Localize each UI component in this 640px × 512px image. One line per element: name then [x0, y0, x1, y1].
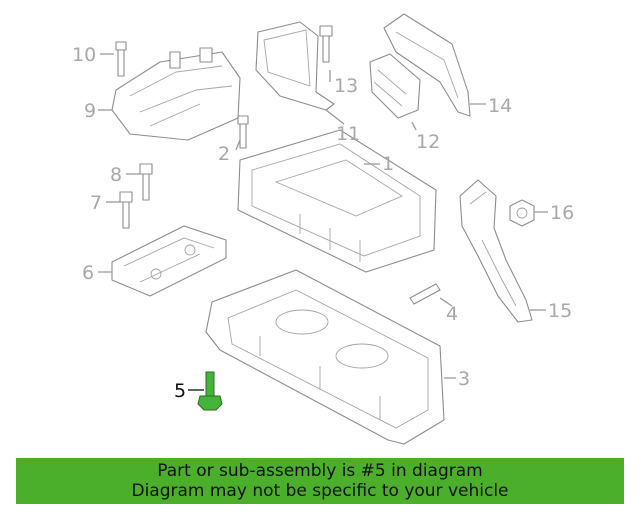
part-14-bracket — [383, 13, 471, 117]
callout-8: 8 — [110, 164, 122, 186]
callout-10: 10 — [72, 44, 96, 66]
part-6-bracket — [111, 225, 227, 297]
part-9-module-assembly — [111, 47, 241, 141]
part-12-block — [369, 53, 421, 119]
part-2-bolt — [237, 115, 249, 149]
part-5-bolt-highlighted — [197, 371, 223, 411]
callout-4: 4 — [446, 303, 458, 325]
part-16-nut — [509, 199, 535, 227]
banner-line-disclaimer: Diagram may not be specific to your vehi… — [131, 481, 509, 501]
callout-13: 13 — [334, 75, 358, 97]
part-8-bolt — [139, 163, 153, 201]
callout-14: 14 — [488, 95, 512, 117]
part-3-cradle — [205, 269, 445, 445]
part-4-pin — [409, 283, 441, 305]
banner-line-part: Part or sub-assembly is #5 in diagram — [157, 461, 483, 481]
leader-lines — [98, 53, 548, 391]
callout-1: 1 — [382, 153, 394, 175]
callout-15: 15 — [548, 300, 572, 322]
callout-7: 7 — [90, 192, 102, 214]
callout-16: 16 — [550, 202, 574, 224]
info-banner: Part or sub-assembly is #5 in diagram Di… — [16, 458, 624, 504]
part-13-bolt — [319, 25, 333, 63]
callout-3: 3 — [458, 368, 470, 390]
part-15-pedal — [459, 179, 533, 323]
part-7-bolt — [119, 191, 133, 229]
callout-6: 6 — [82, 262, 94, 284]
part-11-control-unit — [255, 21, 335, 111]
callout-2: 2 — [218, 143, 230, 165]
callout-12: 12 — [416, 131, 440, 153]
callout-5-selected: 5 — [174, 380, 186, 402]
part-10-bolt — [115, 41, 127, 77]
part-1-housing — [237, 129, 437, 273]
callout-9: 9 — [84, 100, 96, 122]
callout-11: 11 — [336, 123, 360, 145]
